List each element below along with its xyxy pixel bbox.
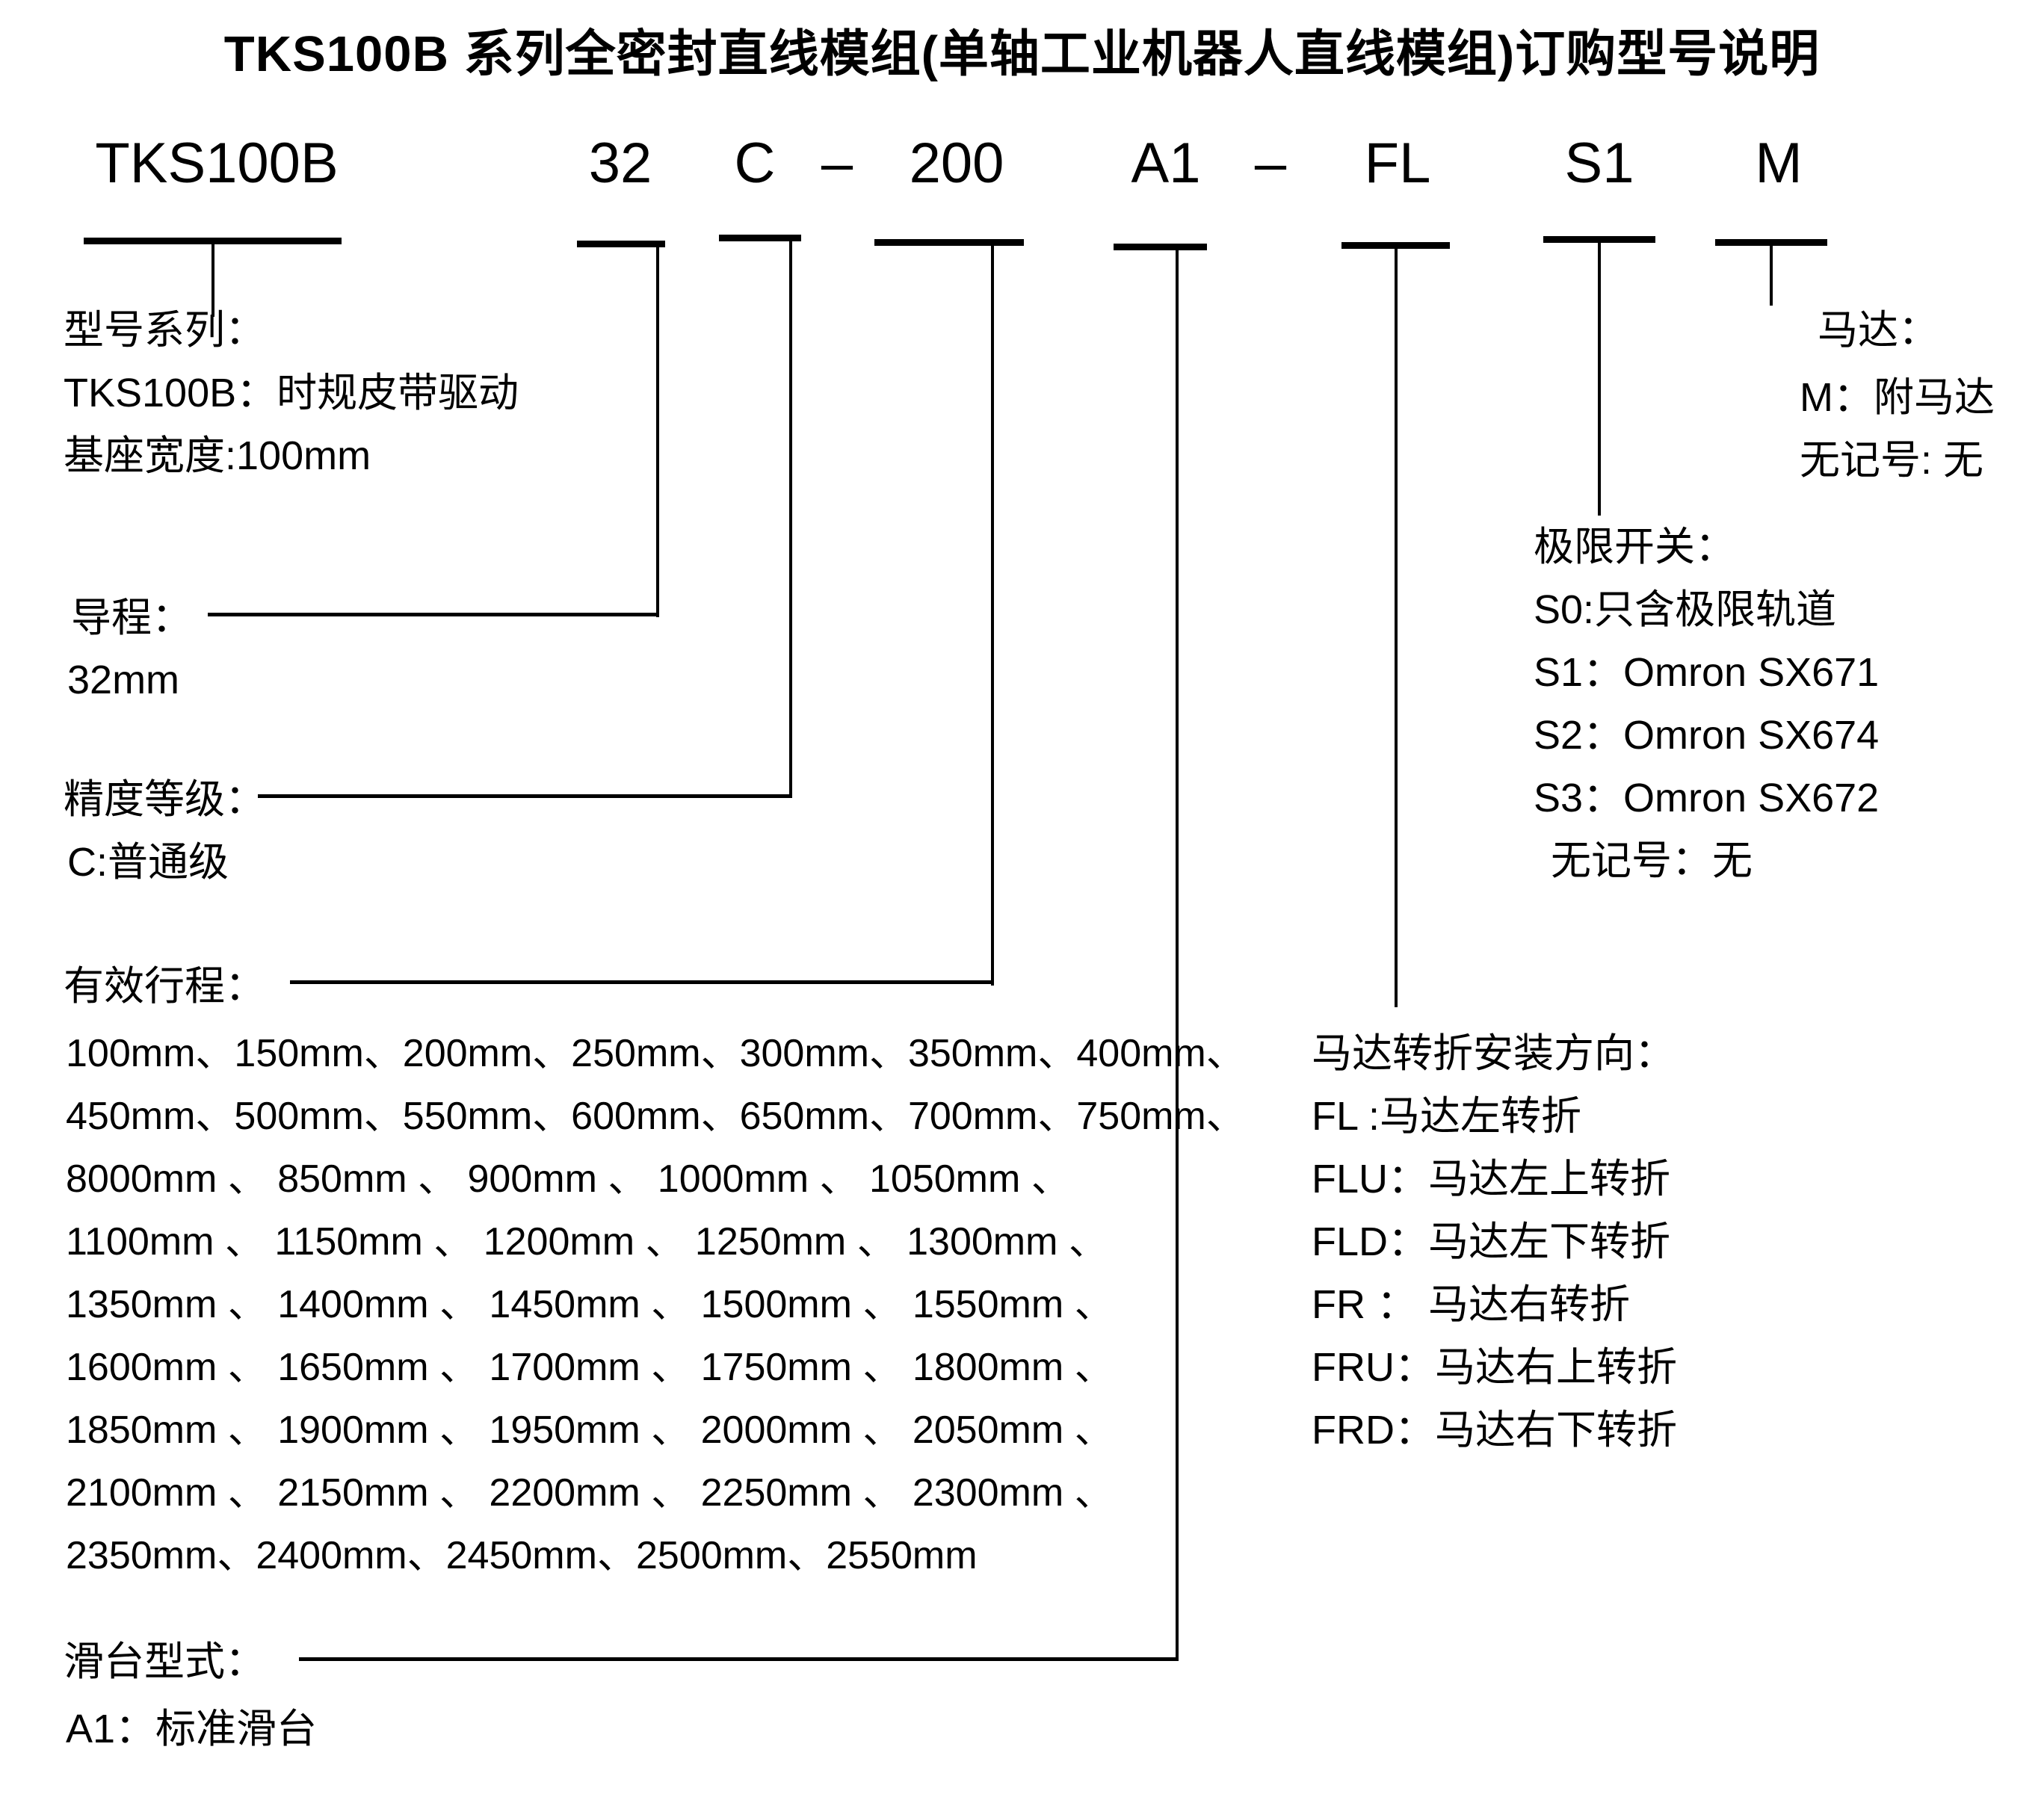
leader-accuracy (789, 238, 792, 798)
leader-stroke (991, 242, 994, 986)
accuracy-block: 精度等级： (64, 768, 265, 831)
leader-stroke-horizontal (290, 980, 994, 984)
stroke-row: 450mm、500mm、550mm、600mm、650mm、700mm、750m… (66, 1095, 1245, 1138)
leader-slider (1176, 247, 1179, 1661)
tick-lead (577, 241, 665, 247)
slider-options: A1：标准滑台 (66, 1698, 317, 1760)
stroke-row: 1600mm 、 1650mm 、 1700mm 、 1750mm 、 1800… (66, 1346, 1114, 1389)
motor-direction-option-3: FLD：马达左下转折 (1312, 1219, 1671, 1264)
code-segment-accuracy: C (734, 132, 776, 195)
code-separator-dash-2: – (1254, 132, 1287, 195)
page-title: TKS100B 系列全密封直线模组(单轴工业机器人直线模组)订购型号说明 (223, 26, 1821, 82)
limit-switch-option-1: S0:只含极限轨道 (1534, 587, 1837, 632)
stroke-value-list: 100mm、150mm、200mm、250mm、300mm、350mm、400m… (66, 1022, 1245, 1587)
code-segment-slider: A1 (1131, 132, 1201, 195)
code-segment-motor: M (1755, 132, 1803, 195)
code-segment-limit-switch: S1 (1564, 132, 1634, 195)
stroke-row: 1850mm 、 1900mm 、 1950mm 、 2000mm 、 2050… (66, 1408, 1114, 1452)
code-segment-series: TKS100B (95, 132, 339, 195)
slider-option-1: A1：标准滑台 (66, 1707, 318, 1751)
stroke-row: 8000mm 、 850mm 、 900mm 、 1000mm 、 1050mm… (66, 1157, 1070, 1201)
lead-value-wrap: 32mm (67, 649, 179, 711)
stroke-heading: 有效行程： (64, 964, 265, 1009)
accuracy-option-1: C:普通级 (67, 840, 229, 885)
stroke-row: 2100mm 、 2150mm 、 2200mm 、 2250mm 、 2300… (66, 1471, 1114, 1515)
leader-series (211, 242, 214, 317)
leader-limit-switch (1598, 239, 1601, 516)
series-heading: 型号系列： (64, 308, 265, 353)
series-block: 型号系列： TKS100B：时规皮带驱动 基座宽度:100mm (64, 299, 519, 487)
limit-switch-option-3: S2：Omron SX674 (1534, 713, 1880, 758)
accuracy-options: C:普通级 (67, 831, 229, 894)
motor-direction-heading: 马达转折安装方向： (1312, 1031, 1675, 1076)
lead-value: 32mm (67, 658, 180, 702)
code-separator-dash-1: – (821, 132, 853, 195)
series-line-2: 基座宽度:100mm (64, 433, 371, 478)
stroke-block: 有效行程： (64, 955, 265, 1018)
leader-slider-horizontal (299, 1657, 1179, 1661)
motor-option-2: 无记号: 无 (1800, 438, 1984, 483)
accuracy-heading: 精度等级： (64, 777, 265, 822)
stroke-row: 1350mm 、 1400mm 、 1450mm 、 1500mm 、 1550… (66, 1283, 1114, 1326)
leader-motor (1770, 242, 1773, 306)
tick-slider (1114, 244, 1207, 250)
code-segment-motor-direction: FL (1364, 132, 1431, 195)
tick-accuracy (719, 235, 801, 241)
limit-switch-option-2: S1：Omron SX671 (1534, 650, 1880, 695)
code-segment-stroke: 200 (909, 132, 1004, 195)
limit-switch-block: 极限开关： S0:只含极限轨道 S1：Omron SX671 S2：Omron … (1534, 516, 1879, 829)
tick-stroke (874, 239, 1024, 246)
leader-motor-direction (1395, 245, 1398, 1007)
limit-switch-option-5: 无记号：无 (1551, 838, 1753, 883)
stroke-row: 1100mm 、 1150mm 、 1200mm 、 1250mm 、 1300… (66, 1220, 1108, 1264)
tick-series (84, 238, 342, 244)
motor-direction-option-6: FRD：马达右下转折 (1312, 1408, 1677, 1453)
slider-block: 滑台型式： (64, 1630, 265, 1693)
motor-option-1: M：附马达 (1800, 375, 1995, 420)
lead-block: 导程： (71, 587, 192, 649)
code-segment-lead: 32 (588, 132, 652, 195)
motor-direction-option-5: FRU：马达右上转折 (1312, 1345, 1677, 1390)
limit-switch-option-4: S3：Omron SX672 (1534, 776, 1880, 820)
motor-direction-block: 马达转折安装方向： FL :马达左转折 FLU：马达左上转折 FLD：马达左下转… (1312, 1022, 1677, 1462)
motor-block: 马达： (1818, 299, 1939, 362)
limit-switch-heading: 极限开关： (1534, 525, 1735, 569)
stroke-row: 2350mm、2400mm、2450mm、2500mm、2550mm (66, 1534, 978, 1577)
motor-direction-option-1: FL :马达左转折 (1312, 1094, 1582, 1139)
leader-accuracy-horizontal (258, 794, 792, 798)
series-line-1: TKS100B：时规皮带驱动 (64, 371, 519, 415)
motor-options: M：附马达 无记号: 无 (1800, 366, 1995, 492)
leader-lead (656, 244, 659, 617)
stroke-row: 100mm、150mm、200mm、250mm、300mm、350mm、400m… (66, 1032, 1245, 1075)
slider-heading: 滑台型式： (64, 1639, 265, 1684)
motor-direction-option-4: FR ： 马达右转折 (1312, 1282, 1630, 1327)
lead-heading: 导程： (71, 596, 192, 640)
motor-direction-option-2: FLU：马达左上转折 (1312, 1157, 1671, 1201)
limit-switch-option-5-wrap: 无记号：无 (1551, 829, 1753, 892)
motor-heading: 马达： (1818, 308, 1939, 353)
leader-lead-horizontal (208, 613, 659, 616)
